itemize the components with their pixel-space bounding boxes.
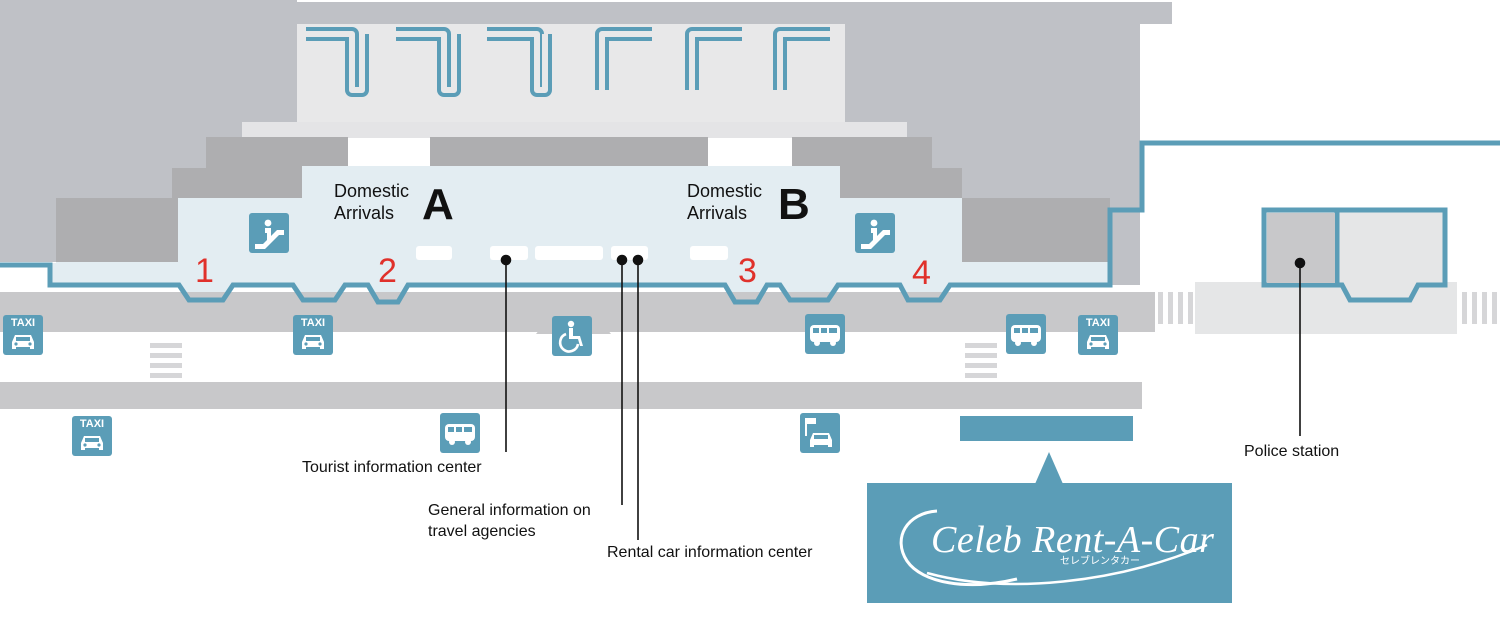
gate-3: 3 (738, 252, 757, 290)
bus-icon (805, 314, 845, 354)
terminal-b-word2: Arrivals (687, 203, 748, 223)
taxi-icon-label: TAXI (79, 418, 105, 430)
building-right-step (1110, 24, 1140, 285)
crosswalk-left (150, 343, 182, 378)
taxi-icon-label: TAXI (300, 317, 326, 329)
median-strip (0, 382, 1142, 409)
bus-icon (1006, 314, 1046, 354)
hall-wall-right-step (792, 137, 962, 198)
agencies-info-label-line2: travel agencies (428, 523, 536, 540)
terminal-outline (0, 140, 1500, 305)
rental-counter-bar (960, 416, 1133, 441)
hall-wall-left-step (172, 137, 348, 198)
hall-wall-left-2 (172, 168, 180, 198)
taxi-icon: TAXI (293, 315, 333, 355)
brand-panel (867, 483, 1232, 603)
hall-wall-right (962, 198, 1110, 262)
brand-name: Celeb Rent-A-Car (931, 519, 1215, 561)
wheelchair-icon (552, 316, 592, 356)
escalator-icon (855, 213, 895, 253)
crosswalk-right (965, 343, 997, 378)
gate-4: 4 (912, 254, 931, 292)
terminal-b-word1: Domestic (687, 181, 763, 201)
terminal-a-word1: Domestic (334, 181, 410, 201)
crosswalk-police-right (1462, 292, 1497, 324)
terminal-b-letter: B (778, 180, 810, 229)
rental-car-icon (800, 413, 840, 453)
police-room (1267, 213, 1335, 283)
taxi-icon-label: TAXI (10, 317, 36, 329)
terminal-a-word2: Arrivals (334, 203, 395, 223)
boarding-bridges-inner (306, 31, 830, 93)
brand-subtitle: セレブレンタカー (1060, 556, 1140, 567)
taxi-icon: TAXI (1078, 315, 1118, 355)
terminal-a-label: Domestic Arrivals (334, 180, 409, 224)
brand-pointer (1035, 452, 1063, 484)
crosswalk-police-left (1158, 292, 1193, 324)
agencies-info-label-line1: General information on (428, 502, 591, 519)
gate-1: 1 (195, 252, 214, 290)
taxi-icon: TAXI (72, 416, 112, 456)
escalator-icon (249, 213, 289, 253)
terminal-a-letter: A (422, 180, 454, 229)
hall-wall-center (430, 137, 708, 166)
rental-info-label: Rental car information center (607, 544, 813, 561)
leader-lines (500, 254, 1306, 540)
tourist-info-label: Tourist information center (302, 459, 482, 476)
police-station-label: Police station (1244, 443, 1340, 460)
hall-wall-left (56, 198, 178, 262)
upper-hall (297, 24, 845, 128)
taxi-icon-label: TAXI (1085, 317, 1111, 329)
gate-2: 2 (378, 252, 397, 290)
terminal-b-label: Domestic Arrivals (687, 180, 762, 224)
building-top-strip (295, 2, 1172, 24)
taxi-icon: TAXI (3, 315, 43, 355)
bus-icon (440, 413, 480, 453)
upper-hall-base (242, 122, 907, 138)
